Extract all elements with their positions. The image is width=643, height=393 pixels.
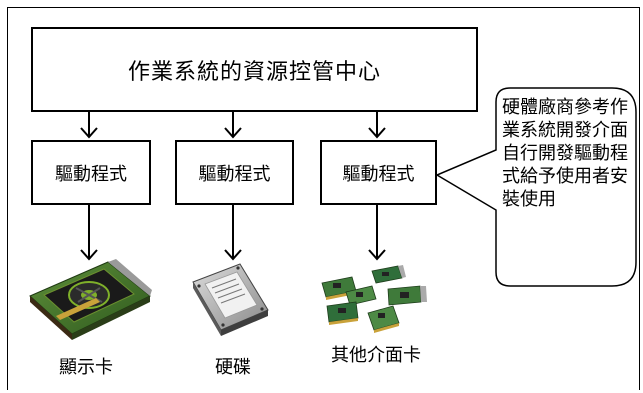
os-resource-center-box: 作業系統的資源控管中心: [31, 27, 478, 112]
driver-label-1: 驅動程式: [55, 163, 127, 185]
arrow-driver-2-to-device: [224, 205, 242, 261]
arrow-title-to-driver-3: [368, 112, 386, 139]
driver-box-3: 驅動程式: [320, 140, 437, 205]
driver-label-2: 驅動程式: [198, 163, 271, 185]
diagram-frame: [7, 7, 640, 390]
hard-drive-icon: [192, 263, 269, 336]
arrow-title-to-driver-2: [224, 112, 242, 139]
arrow-driver-1-to-device: [80, 205, 98, 261]
callout-bubble: [435, 87, 637, 287]
interface-cards-icon: [321, 265, 427, 333]
graphics-card-icon: [29, 259, 152, 340]
driver-box-2: 驅動程式: [175, 140, 294, 205]
driver-box-1: 驅動程式: [31, 140, 151, 205]
device-label-interface-cards: 其他介面卡: [331, 345, 421, 366]
callout-text: 硬體廠商參考作業系統開發介面自行開發驅動程式給予使用者安裝使用: [502, 97, 628, 210]
device-label-hard-drive: 硬碟: [215, 357, 251, 378]
device-label-graphics-card: 顯示卡: [59, 357, 113, 378]
os-resource-center-label: 作業系統的資源控管中心: [127, 59, 381, 85]
arrow-title-to-driver-1: [80, 112, 98, 139]
arrow-driver-3-to-device: [368, 205, 386, 261]
driver-label-3: 驅動程式: [342, 163, 415, 185]
